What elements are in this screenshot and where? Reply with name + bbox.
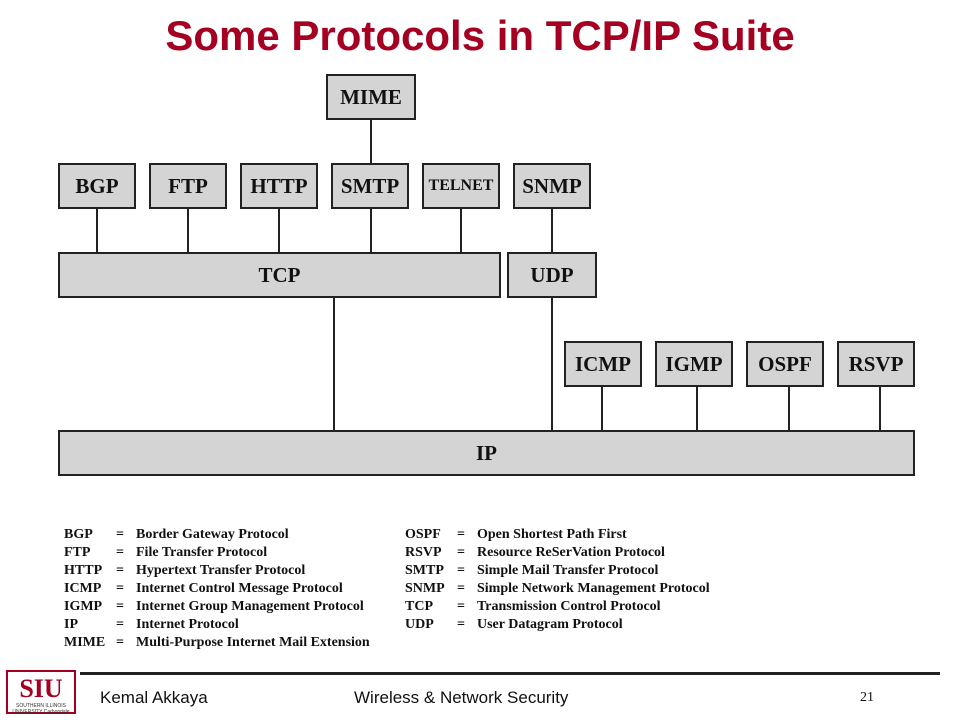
legend-equals: = [116, 581, 124, 596]
legend-abbr: IP [64, 617, 78, 632]
icmp-box: ICMP [564, 341, 642, 387]
legend-desc: Border Gateway Protocol [136, 527, 289, 542]
legend-equals: = [116, 617, 124, 632]
legend-abbr: SNMP [405, 581, 445, 596]
legend-equals: = [457, 527, 465, 542]
legend-desc: User Datagram Protocol [477, 617, 623, 632]
http-box: HTTP [240, 163, 318, 209]
legend-equals: = [116, 527, 124, 542]
logo-subtitle: SOUTHERN ILLINOIS UNIVERSITY Carbondale [12, 703, 70, 715]
legend-desc: Multi-Purpose Internet Mail Extension [136, 635, 370, 650]
legend-abbr: TCP [405, 599, 433, 614]
legend-abbr: UDP [405, 617, 434, 632]
legend-left: BGP = Border Gateway Protocol FTP = File Tra… [64, 526, 370, 652]
legend-desc: Simple Mail Transfer Protocol [477, 563, 659, 578]
legend-row: FTP = File Transfer Protocol [64, 544, 370, 562]
legend-abbr: OSPF [405, 527, 441, 542]
ftp-box: FTP [149, 163, 227, 209]
telnet-box: TELNET [422, 163, 500, 209]
legend-equals: = [457, 581, 465, 596]
ftp-tcp-connector [187, 208, 189, 252]
smtp-box: SMTP [331, 163, 409, 209]
legend-abbr: SMTP [405, 563, 444, 578]
footer-divider [80, 672, 940, 675]
footer-author: Kemal Akkaya [100, 688, 208, 707]
legend-row: RSVP = Resource ReSerVation Protocol [405, 544, 710, 562]
legend-row: OSPF = Open Shortest Path First [405, 526, 710, 544]
footer-page-number: 21 [860, 690, 874, 705]
legend-row: ICMP = Internet Control Message Protocol [64, 580, 370, 598]
legend-desc: Simple Network Management Protocol [477, 581, 710, 596]
legend-equals: = [457, 599, 465, 614]
legend-desc: Internet Group Management Protocol [136, 599, 364, 614]
legend-abbr: FTP [64, 545, 91, 560]
legend-row: SMTP = Simple Mail Transfer Protocol [405, 562, 710, 580]
ospf-box: OSPF [746, 341, 824, 387]
http-tcp-connector [278, 208, 280, 252]
legend-row: BGP = Border Gateway Protocol [64, 526, 370, 544]
legend-abbr: MIME [64, 635, 106, 650]
logo-mark: SIU [19, 674, 63, 703]
icmp-ip-connector [601, 386, 603, 430]
telnet-tcp-connector [460, 208, 462, 252]
slide-title: Some Protocols in TCP/IP Suite [165, 12, 795, 59]
ospf-ip-connector [788, 386, 790, 430]
udp-box: UDP [507, 252, 597, 298]
legend-desc: Resource ReSerVation Protocol [477, 545, 665, 560]
legend-row: MIME = Multi-Purpose Internet Mail Extensi… [64, 634, 370, 652]
udp-ip-connector [551, 297, 553, 430]
legend-row: HTTP = Hypertext Transfer Protocol [64, 562, 370, 580]
rsvp-box: RSVP [837, 341, 915, 387]
igmp-box: IGMP [655, 341, 733, 387]
legend-desc: Internet Protocol [136, 617, 239, 632]
smtp-tcp-connector [370, 208, 372, 252]
legend-desc: Open Shortest Path First [477, 527, 627, 542]
legend-desc: Hypertext Transfer Protocol [136, 563, 306, 578]
legend-right: OSPF = Open Shortest Path First RSVP = Resou… [405, 526, 710, 634]
legend-equals: = [457, 563, 465, 578]
mime-smtp-connector [370, 119, 372, 163]
rsvp-ip-connector [879, 386, 881, 430]
university-logo: SIU SOUTHERN ILLINOIS UNIVERSITY Carbond… [6, 670, 76, 715]
bgp-tcp-connector [96, 208, 98, 252]
legend-equals: = [116, 599, 124, 614]
legend-equals: = [457, 545, 465, 560]
snmp-udp-connector [551, 208, 553, 252]
legend-desc: Transmission Control Protocol [477, 599, 661, 614]
legend-row: UDP = User Datagram Protocol [405, 616, 710, 634]
legend-equals: = [116, 635, 124, 650]
legend-row: IP = Internet Protocol [64, 616, 370, 634]
legend-abbr: HTTP [64, 563, 103, 578]
legend-abbr: IGMP [64, 599, 103, 614]
legend-equals: = [116, 545, 124, 560]
snmp-box: SNMP [513, 163, 591, 209]
mime-box: MIME [326, 74, 416, 120]
footer-course: Wireless & Network Security [354, 688, 569, 707]
ip-box: IP [58, 430, 915, 476]
igmp-ip-connector [696, 386, 698, 430]
legend-row: TCP = Transmission Control Protocol [405, 598, 710, 616]
legend-abbr: ICMP [64, 581, 102, 596]
legend-desc: File Transfer Protocol [136, 545, 268, 560]
bgp-box: BGP [58, 163, 136, 209]
legend-row: SNMP = Simple Network Management Protocol [405, 580, 710, 598]
legend-equals: = [116, 563, 124, 578]
legend-row: IGMP = Internet Group Management Protocol [64, 598, 370, 616]
tcp-ip-connector [333, 297, 335, 430]
legend-abbr: RSVP [405, 545, 442, 560]
legend-desc: Internet Control Message Protocol [136, 581, 343, 596]
legend-abbr: BGP [64, 527, 93, 542]
legend-equals: = [457, 617, 465, 632]
tcp-box: TCP [58, 252, 501, 298]
